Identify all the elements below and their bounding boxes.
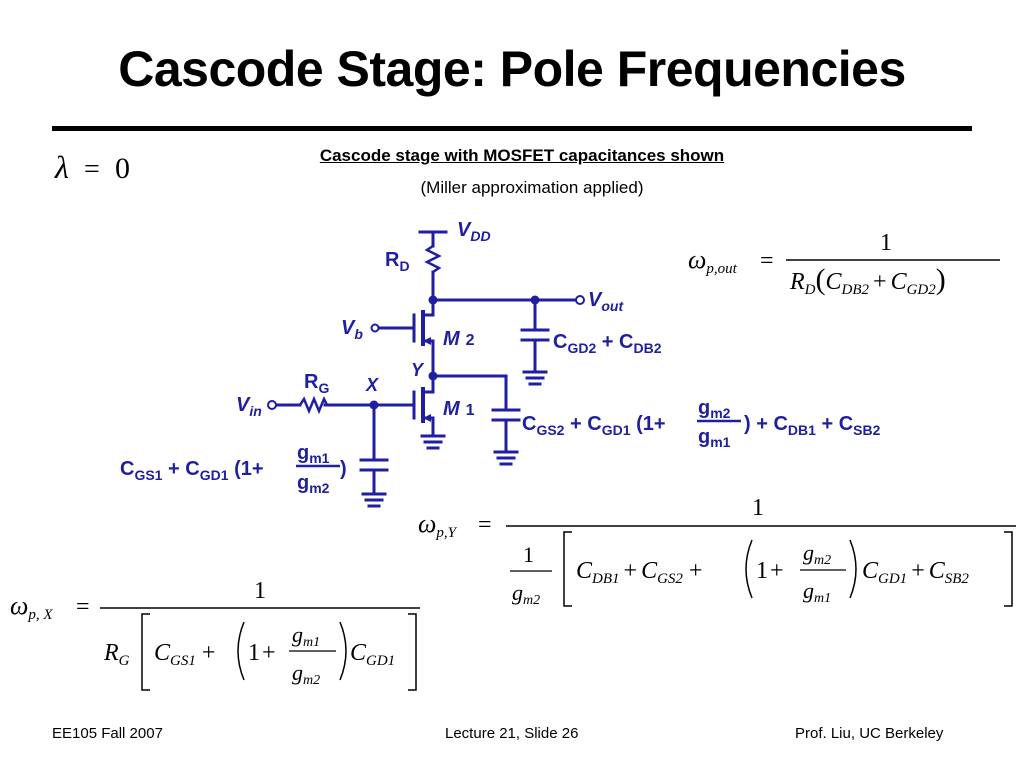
slide-title: Cascode Stage: Pole Frequencies [118,41,906,97]
vdd-label: VDD [457,219,491,244]
omega-y-right-paren [849,539,857,599]
omega-x-left-bracket [141,613,150,691]
omega-y-inner-num: 1 [523,542,534,567]
omega-x-symbol: ωp, X [10,591,53,623]
node-dot-x [369,400,379,410]
omega-y-numerator: 1 [752,495,764,521]
omega-y-one: 1+ [756,558,784,584]
circuit-markers [369,295,540,422]
vb-terminal [370,323,380,333]
vout-label: Vout [588,289,624,314]
node-dot-y [428,371,438,381]
lambda-assumption: λ = 0 [54,149,130,185]
omega-x-equals: = [76,594,90,620]
title-divider [52,126,972,131]
omega-x-numerator: 1 [254,578,266,604]
cap-x-num: gm1 [297,442,330,466]
omega-y-left-paren [745,539,753,599]
footer-author: Prof. Liu, UC Berkeley [795,725,944,742]
omega-x-right-paren [339,621,347,681]
omega-x-cgd: CGD1 [350,640,395,669]
omega-x-left-paren [237,621,245,681]
omega-y-right-bracket [1004,531,1013,607]
vin-terminal [267,400,277,410]
omega-x-g-den: gm2 [292,660,320,688]
rg-label: RG [304,371,329,396]
diagram-caption: Cascode stage with MOSFET capacitances s… [0,146,1024,166]
footer-course: EE105 Fall 2007 [52,725,163,742]
cap-x-den: gm2 [297,472,330,496]
omega-y-g-num: gm2 [803,540,831,568]
omega-x-right-bracket [408,613,417,691]
caption-text: Cascode stage with MOSFET capacitances s… [319,146,725,165]
omega-y-left-bracket [563,531,572,607]
cap-y-expression-right: ) + CDB1 + CSB2 [744,413,881,438]
omega-y-inner-den: gm2 [512,580,540,608]
omega-y-g-den: gm1 [803,578,831,606]
m1-arrow [423,414,431,422]
vin-label: Vin [236,394,262,419]
cap-out-expression: CGD2 + CDB2 [553,331,662,356]
resistor-rd [424,244,442,274]
cap-y-den: gm1 [698,426,731,450]
omega-out-equals: = [760,248,774,274]
vout-terminal [575,295,585,305]
node-dot-drain [428,295,438,305]
omega-out-denominator: RD(CDB2+CGD2) [789,263,946,298]
y-node-label: Y [411,360,425,380]
x-node-label: X [365,375,379,395]
lambda-symbol: λ [54,149,69,185]
m2-arrow [423,337,431,345]
omega-x-g-num: gm1 [292,622,320,650]
omega-y-tail-terms: CGD1+CSB2 [862,558,969,587]
omega-y-equals: = [478,512,492,538]
terminal-circles [267,295,585,410]
cap-x-expression-left: CGS1 + CGD1 (1+ [120,458,264,483]
formula-omega-x: ωp, X = 1 RG CGS1+ 1+ gm1 gm2 CGD1 [10,578,420,691]
diagram-subcaption: (Miller approximation applied) [420,178,644,197]
vb-label: Vb [341,317,363,342]
footer-lecture: Lecture 21, Slide 26 [445,725,579,742]
omega-y-symbol: ωp,Y [418,509,458,541]
omega-out-numerator: 1 [880,230,892,256]
formula-omega-y: ωp,Y = 1 1 gm2 CDB1+CGS2+ 1+ gm2 gm1 CGD… [418,495,1016,608]
cap-y-expression-left: CGS2 + CGD1 (1+ [522,413,666,438]
node-dot-out [530,295,540,305]
omega-x-bracket-terms: CGS1+ [154,640,215,669]
omega-out-symbol: ωp,out [688,245,738,277]
lambda-equals: = [84,154,100,185]
omega-x-rg: RG [103,640,130,669]
omega-y-bracket-terms: CDB1+CGS2+ [576,558,702,587]
omega-x-one: 1+ [248,640,276,666]
cap-x-close: ) [340,458,347,480]
formula-omega-out: ωp,out = 1 RD(CDB2+CGD2) [688,230,1000,298]
resistor-rg [298,395,329,415]
rd-label: RD [385,249,410,274]
cap-y-num: gm2 [698,397,731,421]
lambda-zero: 0 [115,152,130,185]
cap-expressions: CGD2 + CDB2 CGS2 + CGD1 (1+ gm2 gm1 ) + … [120,331,881,496]
